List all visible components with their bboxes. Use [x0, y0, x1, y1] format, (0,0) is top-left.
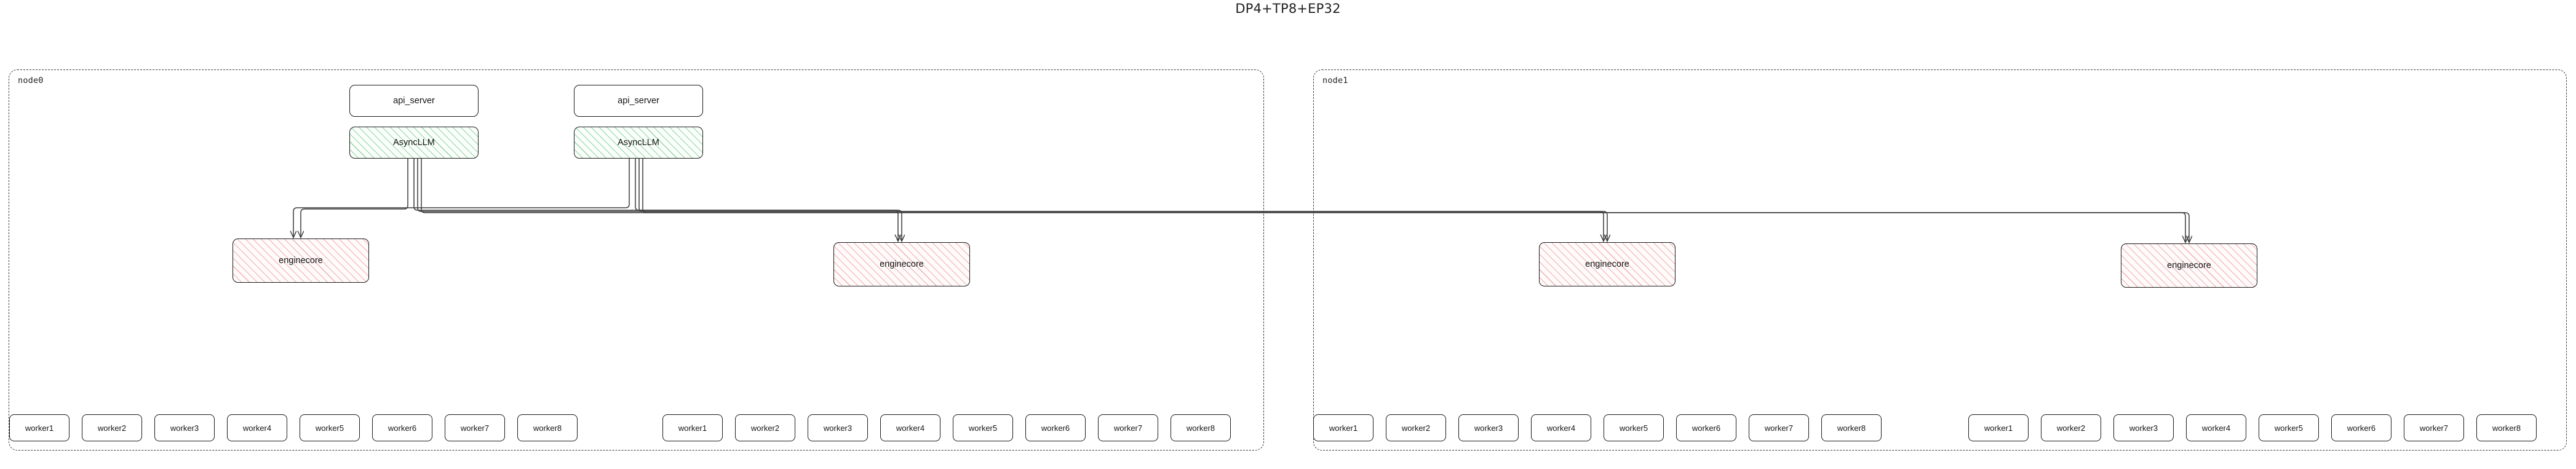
- api-server-label-1: api_server: [618, 96, 659, 106]
- worker-label-1-4: worker5: [968, 423, 998, 433]
- worker-box-0-6[interactable]: worker7: [445, 414, 505, 441]
- enginecore-label-1: enginecore: [880, 259, 924, 269]
- worker-label-0-6: worker7: [460, 423, 490, 433]
- worker-box-2-4[interactable]: worker5: [1604, 414, 1664, 441]
- worker-label-1-7: worker8: [1186, 423, 1215, 433]
- api-server-label-0: api_server: [393, 96, 435, 106]
- worker-label-0-4: worker5: [315, 423, 344, 433]
- worker-label-1-0: worker1: [678, 423, 707, 433]
- worker-label-3-0: worker1: [1984, 423, 2013, 433]
- worker-box-3-0[interactable]: worker1: [1968, 414, 2029, 441]
- node-cluster-node0: node0: [9, 69, 1264, 451]
- worker-label-0-7: worker8: [533, 423, 562, 433]
- worker-box-1-2[interactable]: worker3: [808, 414, 868, 441]
- worker-box-1-7[interactable]: worker8: [1171, 414, 1231, 441]
- worker-label-3-4: worker5: [2274, 423, 2304, 433]
- worker-box-3-4[interactable]: worker5: [2259, 414, 2319, 441]
- worker-box-2-6[interactable]: worker7: [1749, 414, 1809, 441]
- worker-label-0-5: worker6: [388, 423, 417, 433]
- worker-label-2-1: worker2: [1401, 423, 1431, 433]
- page-title: DP4+TP8+EP32: [1235, 1, 1341, 16]
- worker-box-2-3[interactable]: worker4: [1531, 414, 1591, 441]
- worker-label-3-5: worker6: [2347, 423, 2376, 433]
- worker-box-2-7[interactable]: worker8: [1821, 414, 1882, 441]
- worker-box-1-1[interactable]: worker2: [735, 414, 795, 441]
- asyncllm-box-1[interactable]: AsyncLLM: [574, 127, 703, 159]
- worker-label-0-0: worker1: [25, 423, 54, 433]
- enginecore-box-1[interactable]: enginecore: [833, 242, 970, 286]
- asyncllm-label-0: AsyncLLM: [393, 138, 435, 148]
- enginecore-box-2[interactable]: enginecore: [1539, 242, 1676, 286]
- worker-label-1-1: worker2: [750, 423, 780, 433]
- asyncllm-box-0[interactable]: AsyncLLM: [349, 127, 479, 159]
- worker-label-0-3: worker4: [242, 423, 272, 433]
- worker-box-2-1[interactable]: worker2: [1386, 414, 1446, 441]
- api-server-box-0[interactable]: api_server: [349, 85, 479, 117]
- worker-box-0-1[interactable]: worker2: [82, 414, 142, 441]
- worker-label-1-3: worker4: [896, 423, 925, 433]
- worker-box-3-2[interactable]: worker3: [2113, 414, 2174, 441]
- worker-box-1-3[interactable]: worker4: [880, 414, 940, 441]
- worker-box-0-4[interactable]: worker5: [300, 414, 360, 441]
- worker-label-1-5: worker6: [1041, 423, 1070, 433]
- worker-box-2-2[interactable]: worker3: [1458, 414, 1519, 441]
- worker-box-3-7[interactable]: worker8: [2476, 414, 2537, 441]
- worker-box-0-3[interactable]: worker4: [227, 414, 287, 441]
- worker-box-3-5[interactable]: worker6: [2331, 414, 2391, 441]
- worker-label-2-4: worker5: [1619, 423, 1648, 433]
- worker-box-0-0[interactable]: worker1: [9, 414, 70, 441]
- worker-box-3-3[interactable]: worker4: [2186, 414, 2246, 441]
- enginecore-box-3[interactable]: enginecore: [2121, 243, 2257, 288]
- worker-label-1-2: worker3: [823, 423, 853, 433]
- worker-box-3-1[interactable]: worker2: [2041, 414, 2101, 441]
- enginecore-box-0[interactable]: enginecore: [233, 238, 369, 283]
- node-cluster-node1: node1: [1313, 69, 2567, 451]
- enginecore-label-0: enginecore: [279, 256, 323, 266]
- worker-label-2-6: worker7: [1764, 423, 1794, 433]
- api-server-box-1[interactable]: api_server: [574, 85, 703, 117]
- worker-box-1-5[interactable]: worker6: [1025, 414, 1086, 441]
- worker-label-0-1: worker2: [97, 423, 127, 433]
- worker-label-2-0: worker1: [1329, 423, 1358, 433]
- worker-label-3-3: worker4: [2201, 423, 2231, 433]
- worker-label-3-1: worker2: [2056, 423, 2086, 433]
- worker-box-3-6[interactable]: worker7: [2404, 414, 2464, 441]
- worker-box-0-2[interactable]: worker3: [154, 414, 215, 441]
- worker-label-2-7: worker8: [1837, 423, 1866, 433]
- worker-label-2-5: worker6: [1691, 423, 1721, 433]
- worker-box-1-0[interactable]: worker1: [662, 414, 723, 441]
- worker-label-3-6: worker7: [2419, 423, 2449, 433]
- worker-label-1-6: worker7: [1113, 423, 1143, 433]
- worker-box-0-5[interactable]: worker6: [372, 414, 432, 441]
- worker-box-1-6[interactable]: worker7: [1098, 414, 1158, 441]
- worker-label-0-2: worker3: [170, 423, 199, 433]
- worker-box-0-7[interactable]: worker8: [517, 414, 578, 441]
- worker-label-3-2: worker3: [2129, 423, 2158, 433]
- node-cluster-label-node1: node1: [1322, 76, 1348, 85]
- worker-label-2-3: worker4: [1546, 423, 1576, 433]
- enginecore-label-2: enginecore: [1585, 259, 1629, 269]
- node-cluster-label-node0: node0: [18, 76, 44, 85]
- asyncllm-label-1: AsyncLLM: [618, 138, 659, 148]
- enginecore-label-3: enginecore: [2167, 261, 2211, 270]
- worker-label-3-7: worker8: [2492, 423, 2521, 433]
- worker-box-2-5[interactable]: worker6: [1676, 414, 1736, 441]
- worker-label-2-2: worker3: [1474, 423, 1503, 433]
- worker-box-2-0[interactable]: worker1: [1313, 414, 1373, 441]
- worker-box-1-4[interactable]: worker5: [953, 414, 1013, 441]
